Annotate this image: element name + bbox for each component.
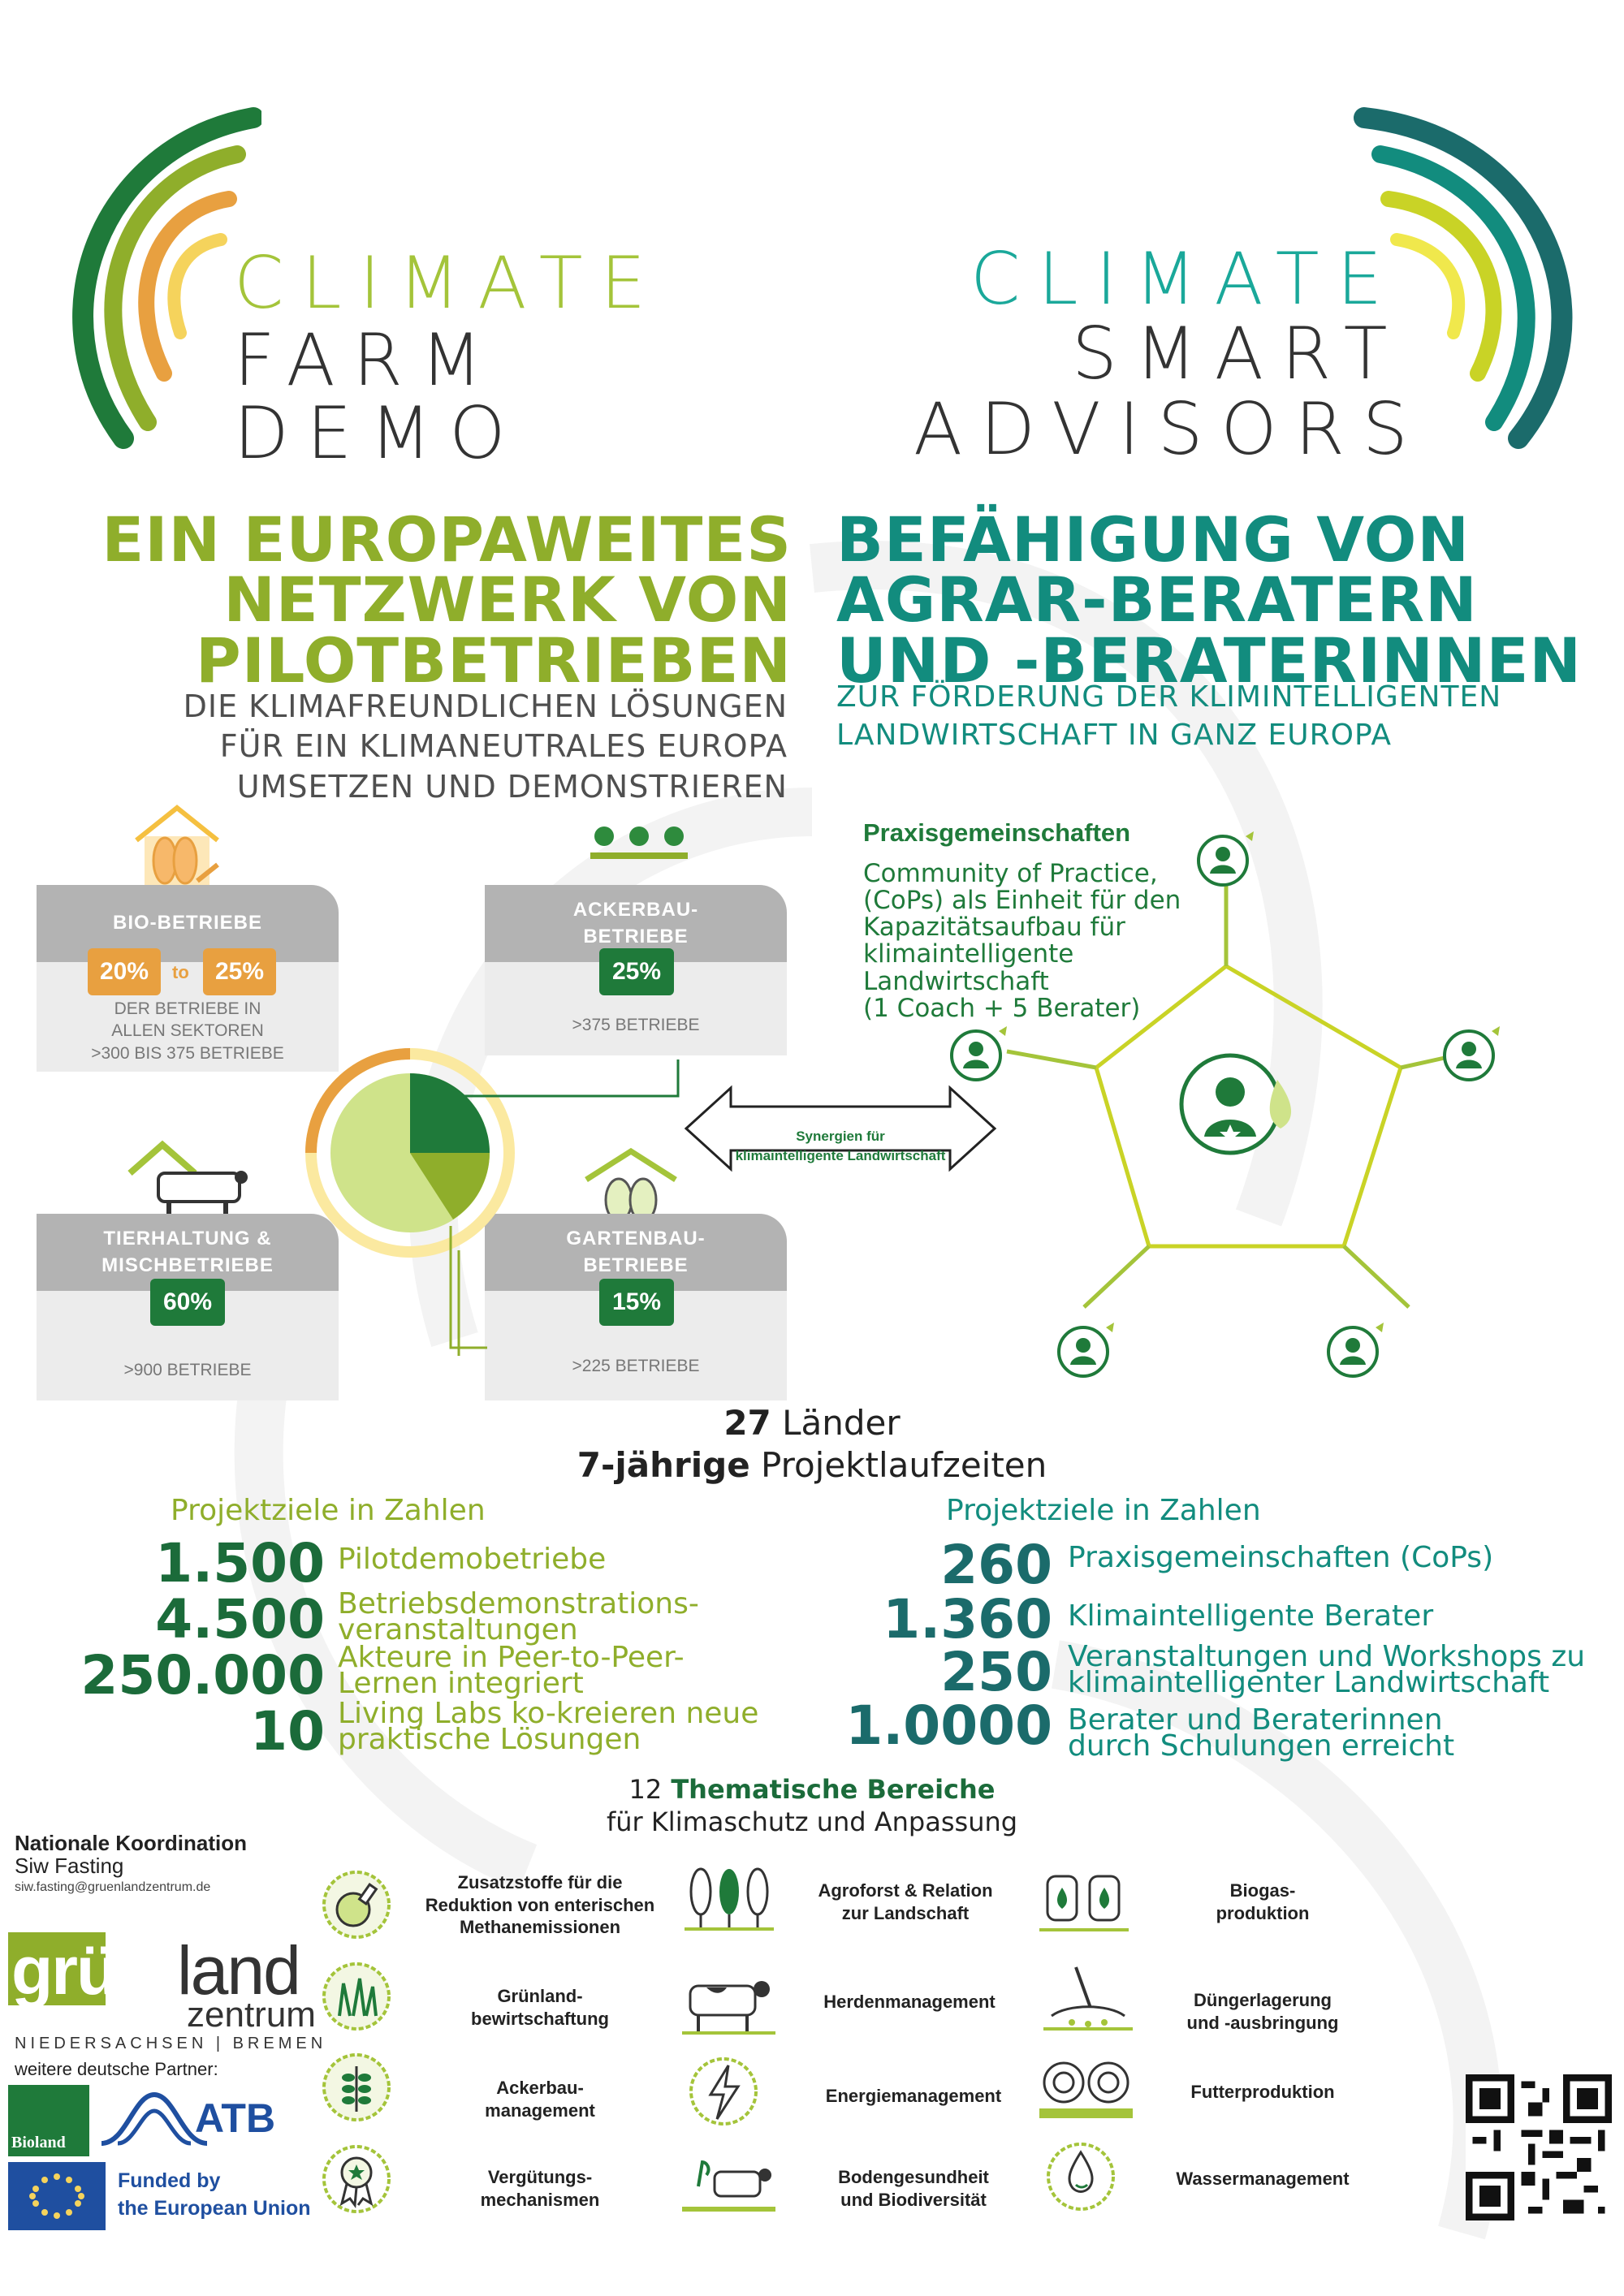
synergy-label: Synergien für klimaintelligente Landwirt… bbox=[735, 1129, 946, 1163]
theme-label: Wassermanagement bbox=[1176, 2169, 1350, 2189]
card-bio-badge-from: 20% bbox=[88, 948, 161, 995]
card-bio-badge-to: 25% bbox=[203, 948, 276, 995]
theme-label: Energiemanagement bbox=[825, 2086, 1002, 2106]
card-bio-title: BIO-BETRIEBE bbox=[37, 885, 339, 962]
coach-person-icon bbox=[1179, 1053, 1292, 1155]
left-title: EIN EUROPAWEITES NETZWERK VON PILOTBETRI… bbox=[102, 503, 792, 697]
cop-description: Community of Practice, (CoPs) als Einhei… bbox=[863, 859, 1181, 1023]
logo-right-line2: SMART bbox=[1072, 312, 1406, 395]
climate-smart-advisors-logo-arcs bbox=[1354, 107, 1573, 449]
theme-label: Grünland-bewirtschaftung bbox=[471, 1986, 609, 2029]
eu-funding-text: Funded by the European Union bbox=[118, 2169, 311, 2220]
advisor-person-icon bbox=[1057, 1323, 1114, 1378]
left-goal-number: 1.500 bbox=[155, 1532, 325, 1595]
left-goal-number: 4.500 bbox=[155, 1588, 325, 1651]
bioland-logo-text: Bioland bbox=[11, 2134, 66, 2151]
left-goal-label: Akteure in Peer-to-Peer-Lernen integrier… bbox=[338, 1641, 685, 1701]
flask-icon bbox=[322, 1871, 391, 1939]
right-title: BEFÄHIGUNG VON AGRAR-BERATERN UND -BERAT… bbox=[836, 503, 1582, 697]
fertilizer-icon bbox=[1043, 1966, 1133, 2031]
theme-label: Futterproduktion bbox=[1190, 2082, 1335, 2102]
theme-label: Ackerbau-management bbox=[485, 2078, 595, 2121]
duration-line: 7-jährige Projektlaufzeiten bbox=[577, 1445, 1047, 1485]
theme-label: Vergütungs-mechanismen bbox=[480, 2167, 600, 2210]
cow-house-icon bbox=[127, 1140, 248, 1215]
logo-right-line3: ADVISORS bbox=[914, 387, 1426, 471]
gruenland-logo-b: land bbox=[177, 1932, 301, 2009]
left-subtitle: DIE KLIMAFREUNDLICHEN LÖSUNGEN FÜR EIN K… bbox=[183, 688, 788, 805]
card-tier-badge: 60% bbox=[150, 1279, 225, 1326]
left-goal-number: 10 bbox=[250, 1700, 325, 1763]
grass-icon bbox=[322, 1962, 391, 2031]
atb-logo-text: ATB bbox=[195, 2095, 276, 2141]
advisor-person-icon bbox=[950, 1026, 1007, 1081]
theme-label: Biogas-produktion bbox=[1216, 1880, 1310, 1923]
left-goal-label: Pilotdemobetriebe bbox=[338, 1543, 607, 1576]
award-icon bbox=[322, 2145, 391, 2213]
logo-left-line3: DEMO bbox=[234, 391, 524, 475]
cop-title: Praxisgemeinschaften bbox=[863, 818, 1131, 847]
card-garten-title: GARTENBAU- BETRIEBE bbox=[485, 1214, 787, 1291]
energy-icon bbox=[689, 2057, 758, 2126]
coordination-title: Nationale Koordination bbox=[15, 1831, 247, 1855]
advisor-person-icon bbox=[1197, 831, 1254, 887]
water-drop-icon bbox=[1047, 2143, 1115, 2211]
pie-connectors bbox=[410, 1072, 680, 1349]
right-goal-number: 1.360 bbox=[883, 1588, 1052, 1651]
left-goal-label: Betriebsdemonstrations-veranstaltungen bbox=[338, 1587, 699, 1647]
carrots-house-icon bbox=[135, 805, 219, 885]
vegetables-house-icon bbox=[585, 1147, 677, 1223]
partners-label: weitere deutsche Partner: bbox=[15, 2059, 218, 2079]
left-goal-number: 250.000 bbox=[80, 1644, 325, 1707]
bioland-logo bbox=[8, 2085, 89, 2156]
climate-farm-demo-logo-arcs bbox=[72, 107, 261, 449]
logo-left-line1: CLIMATE bbox=[234, 241, 664, 325]
biogas-icon bbox=[1039, 1875, 1129, 1931]
right-goal-label: Praxisgemeinschaften (CoPs) bbox=[1068, 1541, 1494, 1574]
wheat-icon bbox=[322, 2053, 391, 2121]
coordinator-email[interactable]: siw.fasting@gruenlandzentrum.de bbox=[15, 1880, 211, 1894]
card-acker-badge: 25% bbox=[599, 948, 674, 995]
theme-label: Herdenmanagement bbox=[823, 1992, 996, 2012]
logo-right-line1: CLIMATE bbox=[970, 237, 1401, 321]
right-subtitle: ZUR FÖRDERUNG DER KLIMINTELLIGENTEN LAND… bbox=[836, 680, 1502, 752]
right-goal-label: Klimaintelligente Berater bbox=[1068, 1599, 1434, 1633]
trees-icon bbox=[685, 1867, 774, 1931]
countries-line: 27 Länder bbox=[723, 1403, 901, 1443]
advisor-person-icon bbox=[1327, 1323, 1384, 1378]
gruenland-logo-block bbox=[8, 1932, 106, 2005]
themes-heading: 12 Thematische Bereiche für Klimaschutz … bbox=[606, 1774, 1018, 1837]
card-tier-title: TIERHALTUNG & MISCHBETRIEBE bbox=[37, 1214, 339, 1291]
hay-bale-icon bbox=[1039, 2061, 1133, 2118]
gruenland-logo-c: zentrum bbox=[187, 1995, 316, 2035]
eu-flag-icon bbox=[8, 2162, 106, 2230]
atb-logo bbox=[101, 2091, 208, 2146]
region-label: NIEDERSACHSEN | BREMEN bbox=[15, 2035, 327, 2052]
gruenland-logo-a: grün bbox=[11, 1932, 158, 2009]
left-goals-heading: Projektziele in Zahlen bbox=[171, 1494, 486, 1527]
advisor-person-icon bbox=[1443, 1026, 1500, 1081]
card-bio-to: to bbox=[172, 962, 189, 982]
card-bio-body: DER BETRIEBE IN ALLEN SEKTOREN >300 BIS … bbox=[37, 962, 339, 1072]
logo-left-line2: FARM bbox=[234, 318, 500, 402]
qr-code[interactable] bbox=[1466, 2074, 1612, 2220]
card-garten-badge: 15% bbox=[599, 1279, 674, 1326]
right-goals-heading: Projektziele in Zahlen bbox=[946, 1494, 1261, 1527]
cow-icon bbox=[682, 1981, 775, 2035]
synergy-double-arrow bbox=[684, 1085, 997, 1172]
coordinator-name: Siw Fasting bbox=[15, 1854, 124, 1878]
right-goal-number: 260 bbox=[940, 1534, 1052, 1596]
soil-icon bbox=[682, 2160, 775, 2212]
plants-icon bbox=[590, 826, 688, 859]
right-goal-number: 250 bbox=[940, 1641, 1052, 1703]
right-goal-number: 1.0000 bbox=[845, 1694, 1052, 1757]
